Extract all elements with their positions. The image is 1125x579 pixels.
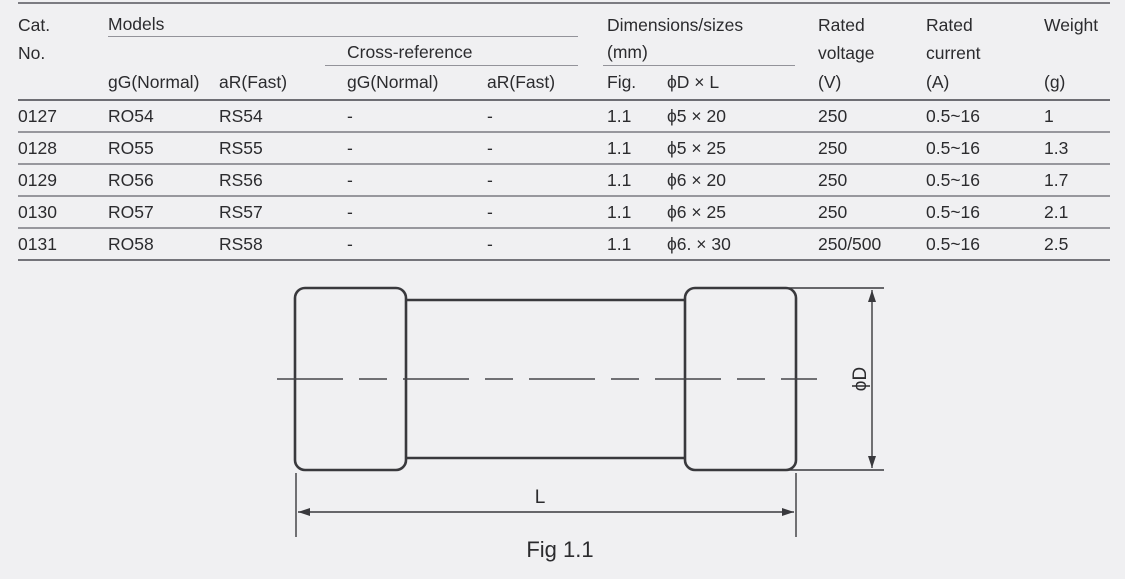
cell-dimensions: ϕ5 × 20 [667, 105, 726, 126]
header-cross-gg: gG(Normal) [347, 71, 439, 92]
header-cat: Cat. [18, 14, 51, 35]
cell-cross-gg: - [347, 169, 353, 190]
cell-weight: 2.1 [1044, 201, 1069, 222]
cell-voltage: 250 [818, 169, 848, 190]
header-current-word: current [926, 42, 981, 63]
cell-fig: 1.1 [607, 137, 632, 158]
cell-fig: 1.1 [607, 105, 632, 126]
table-row: 0127 RO54 RS54 - - 1.1 ϕ5 × 20 250 0.5~1… [18, 101, 1110, 133]
header-row-2: No. Cross-reference (mm) voltage current [18, 37, 1110, 66]
cell-current: 0.5~16 [926, 233, 981, 254]
diameter-label: ϕD [850, 367, 871, 391]
header-no: No. [18, 42, 46, 63]
cell-weight: 1 [1044, 105, 1054, 126]
cell-dimensions: ϕ6. × 30 [667, 233, 731, 254]
cell-current: 0.5~16 [926, 137, 981, 158]
header-mm: (mm) [603, 37, 795, 66]
cell-voltage: 250 [818, 201, 848, 222]
cell-current: 0.5~16 [926, 105, 981, 126]
cell-cross-ar: - [487, 137, 493, 158]
header-d-by-l: ϕD × L [667, 71, 720, 92]
header-rated-voltage: Rated [818, 14, 865, 35]
header-models-label: Models [108, 13, 165, 34]
cell-cat-no: 0130 [18, 201, 57, 222]
table-row: 0130 RO57 RS57 - - 1.1 ϕ6 × 25 250 0.5~1… [18, 197, 1110, 229]
header-rated-current: Rated [926, 14, 973, 35]
table-row: 0129 RO56 RS56 - - 1.1 ϕ6 × 20 250 0.5~1… [18, 165, 1110, 197]
cell-weight: 1.3 [1044, 137, 1069, 158]
cell-weight: 2.5 [1044, 233, 1069, 254]
header-current-unit: (A) [926, 71, 950, 92]
cell-voltage: 250 [818, 137, 848, 158]
header-fig: Fig. [607, 71, 637, 92]
cell-model-gg: RO57 [108, 201, 154, 222]
cell-model-gg: RO54 [108, 105, 154, 126]
cell-dimensions: ϕ6 × 25 [667, 201, 726, 222]
cell-cat-no: 0131 [18, 233, 57, 254]
header-row-3: gG(Normal) aR(Fast) gG(Normal) aR(Fast) … [18, 66, 1110, 101]
header-cross-reference-label: Cross-reference [347, 41, 473, 62]
header-models-ar: aR(Fast) [219, 71, 288, 92]
cell-model-ar: RS57 [219, 201, 263, 222]
cell-cross-gg: - [347, 201, 353, 222]
header-models-gg: gG(Normal) [108, 71, 200, 92]
header-dimensions: Dimensions/sizes [607, 14, 744, 35]
fuse-spec-table: Cat. Models Dimensions/sizes Rated Rated… [18, 2, 1110, 261]
cell-cat-no: 0128 [18, 137, 57, 158]
table-row: 0128 RO55 RS55 - - 1.1 ϕ5 × 25 250 0.5~1… [18, 133, 1110, 165]
cell-cross-gg: - [347, 105, 353, 126]
header-mm-label: (mm) [607, 41, 648, 62]
cell-fig: 1.1 [607, 201, 632, 222]
cell-fig: 1.1 [607, 233, 632, 254]
cell-model-ar: RS58 [219, 233, 263, 254]
cell-dimensions: ϕ6 × 20 [667, 169, 726, 190]
header-weight: Weight [1044, 14, 1099, 35]
cell-cross-gg: - [347, 137, 353, 158]
cell-cross-ar: - [487, 201, 493, 222]
cell-fig: 1.1 [607, 169, 632, 190]
cell-model-ar: RS56 [219, 169, 263, 190]
cell-cat-no: 0127 [18, 105, 57, 126]
figure-caption: Fig 1.1 [526, 537, 594, 562]
cell-cross-ar: - [487, 233, 493, 254]
header-voltage-unit: (V) [818, 71, 842, 92]
cell-model-ar: RS55 [219, 137, 263, 158]
cell-cross-gg: - [347, 233, 353, 254]
header-weight-unit: (g) [1044, 71, 1066, 92]
cell-cross-ar: - [487, 105, 493, 126]
table-row: 0131 RO58 RS58 - - 1.1 ϕ6. × 30 250/500 … [18, 229, 1110, 261]
cell-current: 0.5~16 [926, 169, 981, 190]
cell-weight: 1.7 [1044, 169, 1069, 190]
cell-cat-no: 0129 [18, 169, 57, 190]
cell-voltage: 250/500 [818, 233, 882, 254]
header-cross-ar: aR(Fast) [487, 71, 556, 92]
header-models: Models [108, 4, 578, 37]
cell-model-ar: RS54 [219, 105, 263, 126]
cell-model-gg: RO56 [108, 169, 154, 190]
cell-cross-ar: - [487, 169, 493, 190]
cell-model-gg: RO58 [108, 233, 154, 254]
cell-dimensions: ϕ5 × 25 [667, 137, 726, 158]
header-voltage-word: voltage [818, 42, 875, 63]
header-cross-reference: Cross-reference [325, 37, 578, 66]
cell-model-gg: RO55 [108, 137, 154, 158]
cell-current: 0.5~16 [926, 201, 981, 222]
length-label: L [535, 487, 546, 508]
cell-voltage: 250 [818, 105, 848, 126]
header-row-1: Cat. Models Dimensions/sizes Rated Rated… [18, 4, 1110, 37]
